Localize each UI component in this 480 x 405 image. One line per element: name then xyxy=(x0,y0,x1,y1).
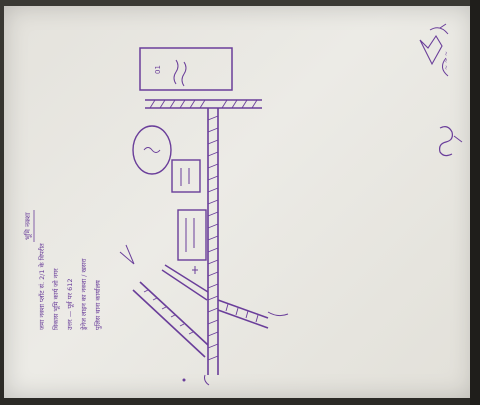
signature-stamp: ~ ~ ~ xyxy=(419,23,450,77)
handwritten-notes: भूमि नक्शा जमा नक्शा प्लॉट सं. 2/1 के वि… xyxy=(23,210,102,331)
diagonal-road-left xyxy=(132,281,209,358)
arrow-icon xyxy=(119,244,289,386)
building-main: 01 xyxy=(139,47,233,91)
tree-oval xyxy=(132,125,172,175)
photo-edge xyxy=(470,0,480,405)
notes-title: भूमि नक्शा xyxy=(23,212,32,240)
paper-sheet xyxy=(4,6,474,398)
top-road xyxy=(145,99,262,109)
small-plot-box xyxy=(171,159,201,193)
note-line-4: ड्रेनेज लाइन का नक्शा / खसरा xyxy=(80,258,88,331)
building-number: 01 xyxy=(154,65,162,74)
note-line-3: उत्तर — पूर्व पर 612 xyxy=(66,278,74,330)
note-line-2: विकास भूमि कार्य जो नगर xyxy=(52,268,60,330)
note-line-1: जमा नक्शा प्लॉट सं. 2/1 के विपरीत xyxy=(38,243,46,330)
diagonal-road-right xyxy=(217,299,269,329)
svg-text:~ ~ ~: ~ ~ ~ xyxy=(443,51,450,70)
note-line-5: पुलिस थाना कार्यालय xyxy=(94,280,102,330)
ink-dot xyxy=(182,378,186,382)
branch-road xyxy=(161,264,209,301)
signature-icon xyxy=(439,126,463,157)
plot-box-lower xyxy=(177,209,207,274)
main-road xyxy=(207,108,219,375)
